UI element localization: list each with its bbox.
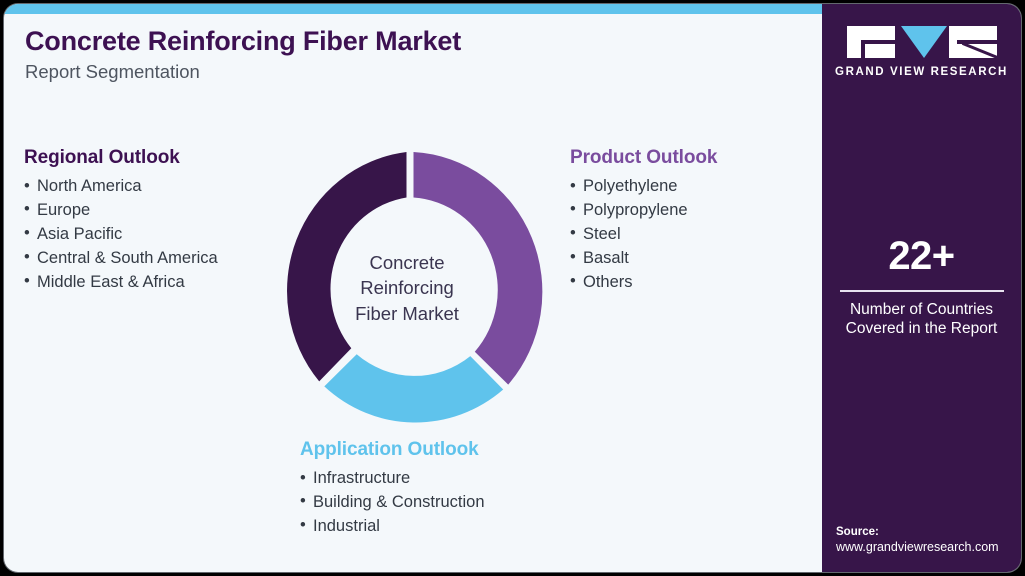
donut-chart-svg (287, 152, 543, 423)
list-item: Others (570, 270, 717, 295)
donut-segment-product (413, 152, 543, 385)
regional-outlook-list: North America Europe Asia Pacific Centra… (24, 175, 218, 295)
source-url[interactable]: www.grandviewresearch.com (836, 540, 999, 554)
brand-name: GRAND VIEW RESEARCH (835, 66, 1008, 78)
list-item: Basalt (570, 246, 717, 271)
stat-caption-line-1: Number of Countries (849, 300, 993, 318)
side-panel: GRAND VIEW RESEARCH 22+ Number of Countr… (822, 4, 1021, 572)
logo-r-diagonal (961, 42, 997, 58)
product-outlook-heading: Product Outlook (570, 147, 718, 168)
list-item: Polyethylene (570, 175, 717, 199)
list-item: Europe (24, 198, 218, 223)
application-outlook-section: Application Outlook Infrastructure Build… (300, 439, 485, 539)
application-outlook-heading: Application Outlook (300, 439, 479, 460)
logo-marks (846, 26, 997, 58)
stat-divider (839, 290, 1004, 292)
list-item: Polypropylene (570, 198, 717, 223)
product-outlook-list: Polyethylene Polypropylene Steel Basalt … (570, 175, 717, 295)
stat-caption: Number of Countries Covered in the Repor… (822, 300, 1021, 340)
list-item: North America (24, 175, 218, 199)
source-label: Source: (836, 526, 879, 538)
list-item: Industrial (300, 514, 485, 539)
logo-g-icon (846, 26, 895, 58)
donut-chart: Concrete Reinforcing Fiber Market (266, 144, 548, 432)
application-outlook-list: Infrastructure Building & Construction I… (300, 467, 485, 539)
main-card: Concrete Reinforcing Fiber Market Report… (4, 4, 1021, 572)
stat-block: 22+ Number of Countries Covered in the R… (822, 236, 1021, 339)
stat-caption-line-2: Covered in the Report (845, 320, 998, 338)
brand-logo: GRAND VIEW RESEARCH (822, 26, 1021, 88)
donut-segment-regional (287, 152, 407, 382)
stat-number: 22+ (888, 234, 955, 278)
list-item: Building & Construction (300, 490, 485, 515)
logo-r-icon (948, 26, 997, 58)
source-block: Source: www.grandviewresearch.com (836, 526, 1021, 554)
logo-g-notch-vertical (860, 40, 865, 58)
logo-v-triangle-icon (900, 26, 947, 58)
logo-r-cut (956, 40, 997, 44)
list-item: Asia Pacific (24, 222, 218, 247)
regional-outlook-section: Regional Outlook North America Europe As… (24, 147, 218, 295)
logo-g-notch (860, 40, 895, 44)
top-accent-bar (4, 4, 822, 14)
list-item: Middle East & Africa (24, 270, 218, 295)
page-subtitle: Report Segmentation (25, 61, 200, 82)
regional-outlook-heading: Regional Outlook (24, 147, 180, 168)
page-title: Concrete Reinforcing Fiber Market (25, 26, 461, 56)
list-item: Steel (570, 222, 717, 247)
donut-segment-application (324, 354, 504, 423)
product-outlook-section: Product Outlook Polyethylene Polypropyle… (570, 147, 717, 295)
list-item: Infrastructure (300, 467, 485, 491)
list-item: Central & South America (24, 246, 218, 271)
